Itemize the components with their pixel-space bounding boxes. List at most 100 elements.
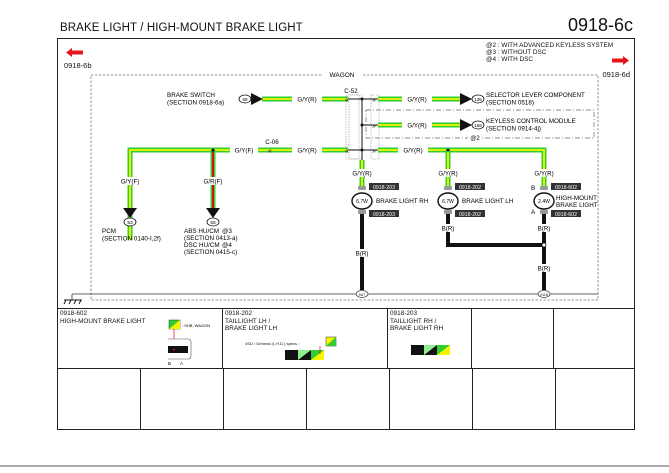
connector-cell: 0918-202 TAILLIGHT LH / BRAKE LIGHT LH 4…	[222, 308, 389, 370]
connector-cell: 0918-602 HIGH-MOUNT BRAKE LIGHT : SHB, W…	[57, 308, 224, 370]
prev-page-link[interactable]: 0918-6b	[64, 44, 92, 70]
abs-label: ABS HU/CM	[184, 228, 219, 235]
arrow-icon	[460, 93, 472, 105]
arrow-icon	[251, 93, 263, 105]
svg-text:BRAKE LIGHT: BRAKE LIGHT	[556, 202, 598, 209]
page-divider	[0, 465, 669, 467]
svg-text:58: 58	[242, 97, 248, 102]
svg-text:135: 135	[474, 97, 482, 102]
svg-text:»: »	[372, 97, 376, 104]
keyless-module-label: KEYLESS CONTROL MODULE	[486, 118, 576, 125]
next-page-label: 0918-6d	[602, 70, 630, 79]
connector-cell	[471, 308, 555, 370]
wire-label: G/Y(R)	[407, 123, 426, 130]
svg-text:»: »	[372, 148, 376, 155]
dsc-label: DSC HU/CM	[184, 242, 220, 249]
legend-item: @2 : WITH ADVANCED KEYLESS SYSTEM	[486, 42, 614, 49]
svg-text:0918-202: 0918-202	[459, 212, 481, 218]
svg-text:BRAKE LIGHT LH: BRAKE LIGHT LH	[462, 198, 514, 205]
wire-label: B(R)	[442, 226, 455, 233]
brake-light-lh: 6.7W 0918-202 0918-202 BRAKE LIGHT LH	[437, 183, 514, 218]
connector-table: 0918-602 HIGH-MOUNT BRAKE LIGHT : SHB, W…	[57, 308, 635, 430]
connector-cell	[555, 368, 635, 430]
svg-text:»: »	[372, 123, 376, 130]
wire-label: B(R)	[538, 226, 551, 233]
svg-text:(SECTION 0518): (SECTION 0518)	[486, 100, 534, 107]
wire-label: G/Y(F)	[235, 148, 254, 155]
svg-text:(SECTION 0140-I,2f): (SECTION 0140-I,2f)	[102, 236, 161, 243]
prev-page-label: 0918-6b	[64, 61, 92, 70]
arrow-right-icon	[612, 56, 629, 65]
wiring-diagram: WAGON @2 «	[63, 70, 599, 305]
arrow-icon	[460, 119, 472, 131]
wagon-label: WAGON	[329, 72, 354, 79]
wire-label: G/Y(R)	[438, 171, 457, 178]
brake-switch-label: BRAKE SWITCH	[167, 92, 215, 99]
svg-text:0918-203: 0918-203	[373, 212, 395, 218]
connector-cell	[389, 368, 474, 430]
connector-cell	[472, 368, 557, 430]
wire-label: G/Y(R)	[407, 97, 426, 104]
svg-text:@4: @4	[222, 242, 232, 249]
svg-text:(SECTION 0914-4j): (SECTION 0914-4j)	[486, 126, 541, 133]
wire-label: G/Y(R)	[352, 171, 371, 178]
wire-label: G/R(F)	[204, 179, 223, 186]
svg-text:0918-202: 0918-202	[459, 185, 481, 191]
svg-text:6.7W: 6.7W	[356, 199, 368, 205]
wire-label: G/Y(R)	[403, 148, 422, 155]
svg-text:(SECTION 0918-6a): (SECTION 0918-6a)	[167, 100, 224, 107]
connector-face	[285, 336, 337, 360]
svg-text:A: A	[180, 361, 183, 366]
legend-item: @4 : WITH DSC	[486, 56, 533, 63]
legend-item: @3 : WITHOUT DSC	[486, 49, 547, 56]
svg-text:0U7: 0U7	[359, 293, 365, 297]
svg-text:53: 53	[127, 220, 133, 226]
wagon-boundary	[90, 74, 599, 301]
wire-gy-group	[127, 96, 547, 240]
option-tag: @2	[470, 136, 480, 142]
svg-text:2.4W: 2.4W	[538, 199, 550, 205]
next-page-link[interactable]: 0918-6d	[598, 52, 630, 79]
svg-text:0118: 0118	[540, 293, 548, 297]
svg-text:BRAKE LIGHT RH: BRAKE LIGHT RH	[376, 198, 429, 205]
svg-text:0918-203: 0918-203	[373, 185, 395, 191]
svg-text:«: «	[268, 148, 272, 155]
connector-face: : SHB, WAGON B A	[168, 319, 210, 366]
connector-cell	[140, 368, 225, 430]
connector-c52-label: C-52	[344, 88, 358, 95]
pcm-label: PCM	[102, 228, 116, 235]
connector-cell	[57, 368, 142, 430]
arrow-down-icon	[206, 208, 220, 218]
ground-point	[355, 290, 369, 298]
svg-text:(SECTION 0415-c): (SECTION 0415-c)	[184, 249, 237, 256]
svg-text:HIGH-MOUNT: HIGH-MOUNT	[556, 195, 597, 202]
wire-label: G/Y(R)	[534, 171, 553, 178]
connector-c06-label: C-06	[265, 139, 279, 146]
svg-text:«: «	[345, 148, 349, 155]
connector-face	[411, 345, 450, 355]
ground-icon	[63, 299, 82, 305]
svg-text:0918-602: 0918-602	[555, 212, 577, 218]
arrow-left-icon	[66, 48, 83, 57]
svg-text:168: 168	[474, 123, 482, 128]
diagram-sheet	[57, 38, 635, 430]
svg-text:B: B	[531, 185, 535, 192]
wire-label: G/Y(R)	[297, 148, 316, 155]
wire-label: G/Y(R)	[297, 97, 316, 104]
page-number: 0918-6c	[567, 15, 633, 35]
wire-label: G/Y(F)	[121, 179, 140, 186]
svg-text:6.7W: 6.7W	[442, 199, 454, 205]
legend: @2 : WITH ADVANCED KEYLESS SYSTEM @3 : W…	[486, 42, 613, 63]
connector-cell	[223, 368, 308, 430]
svg-text:55: 55	[210, 220, 216, 226]
svg-text:«: «	[345, 97, 349, 104]
selector-lever-label: SELECTOR LEVER COMPONENT	[486, 92, 585, 99]
brake-light-rh: 6.7W 0918-203 0918-203 BRAKE LIGHT RH	[351, 183, 429, 218]
wire-label: B(R)	[356, 251, 369, 258]
svg-text:A: A	[531, 209, 536, 216]
high-mount-brake-light: 2.4W 0918-602 0918-602 B A HIGH-MOUNT BR…	[531, 183, 598, 218]
ground-point	[537, 290, 551, 298]
svg-text:(SECTION 0413-a): (SECTION 0413-a)	[184, 235, 238, 242]
connector-cell	[306, 368, 391, 430]
page-title: BRAKE LIGHT / HIGH-MOUNT BRAKE LIGHT	[60, 22, 303, 34]
